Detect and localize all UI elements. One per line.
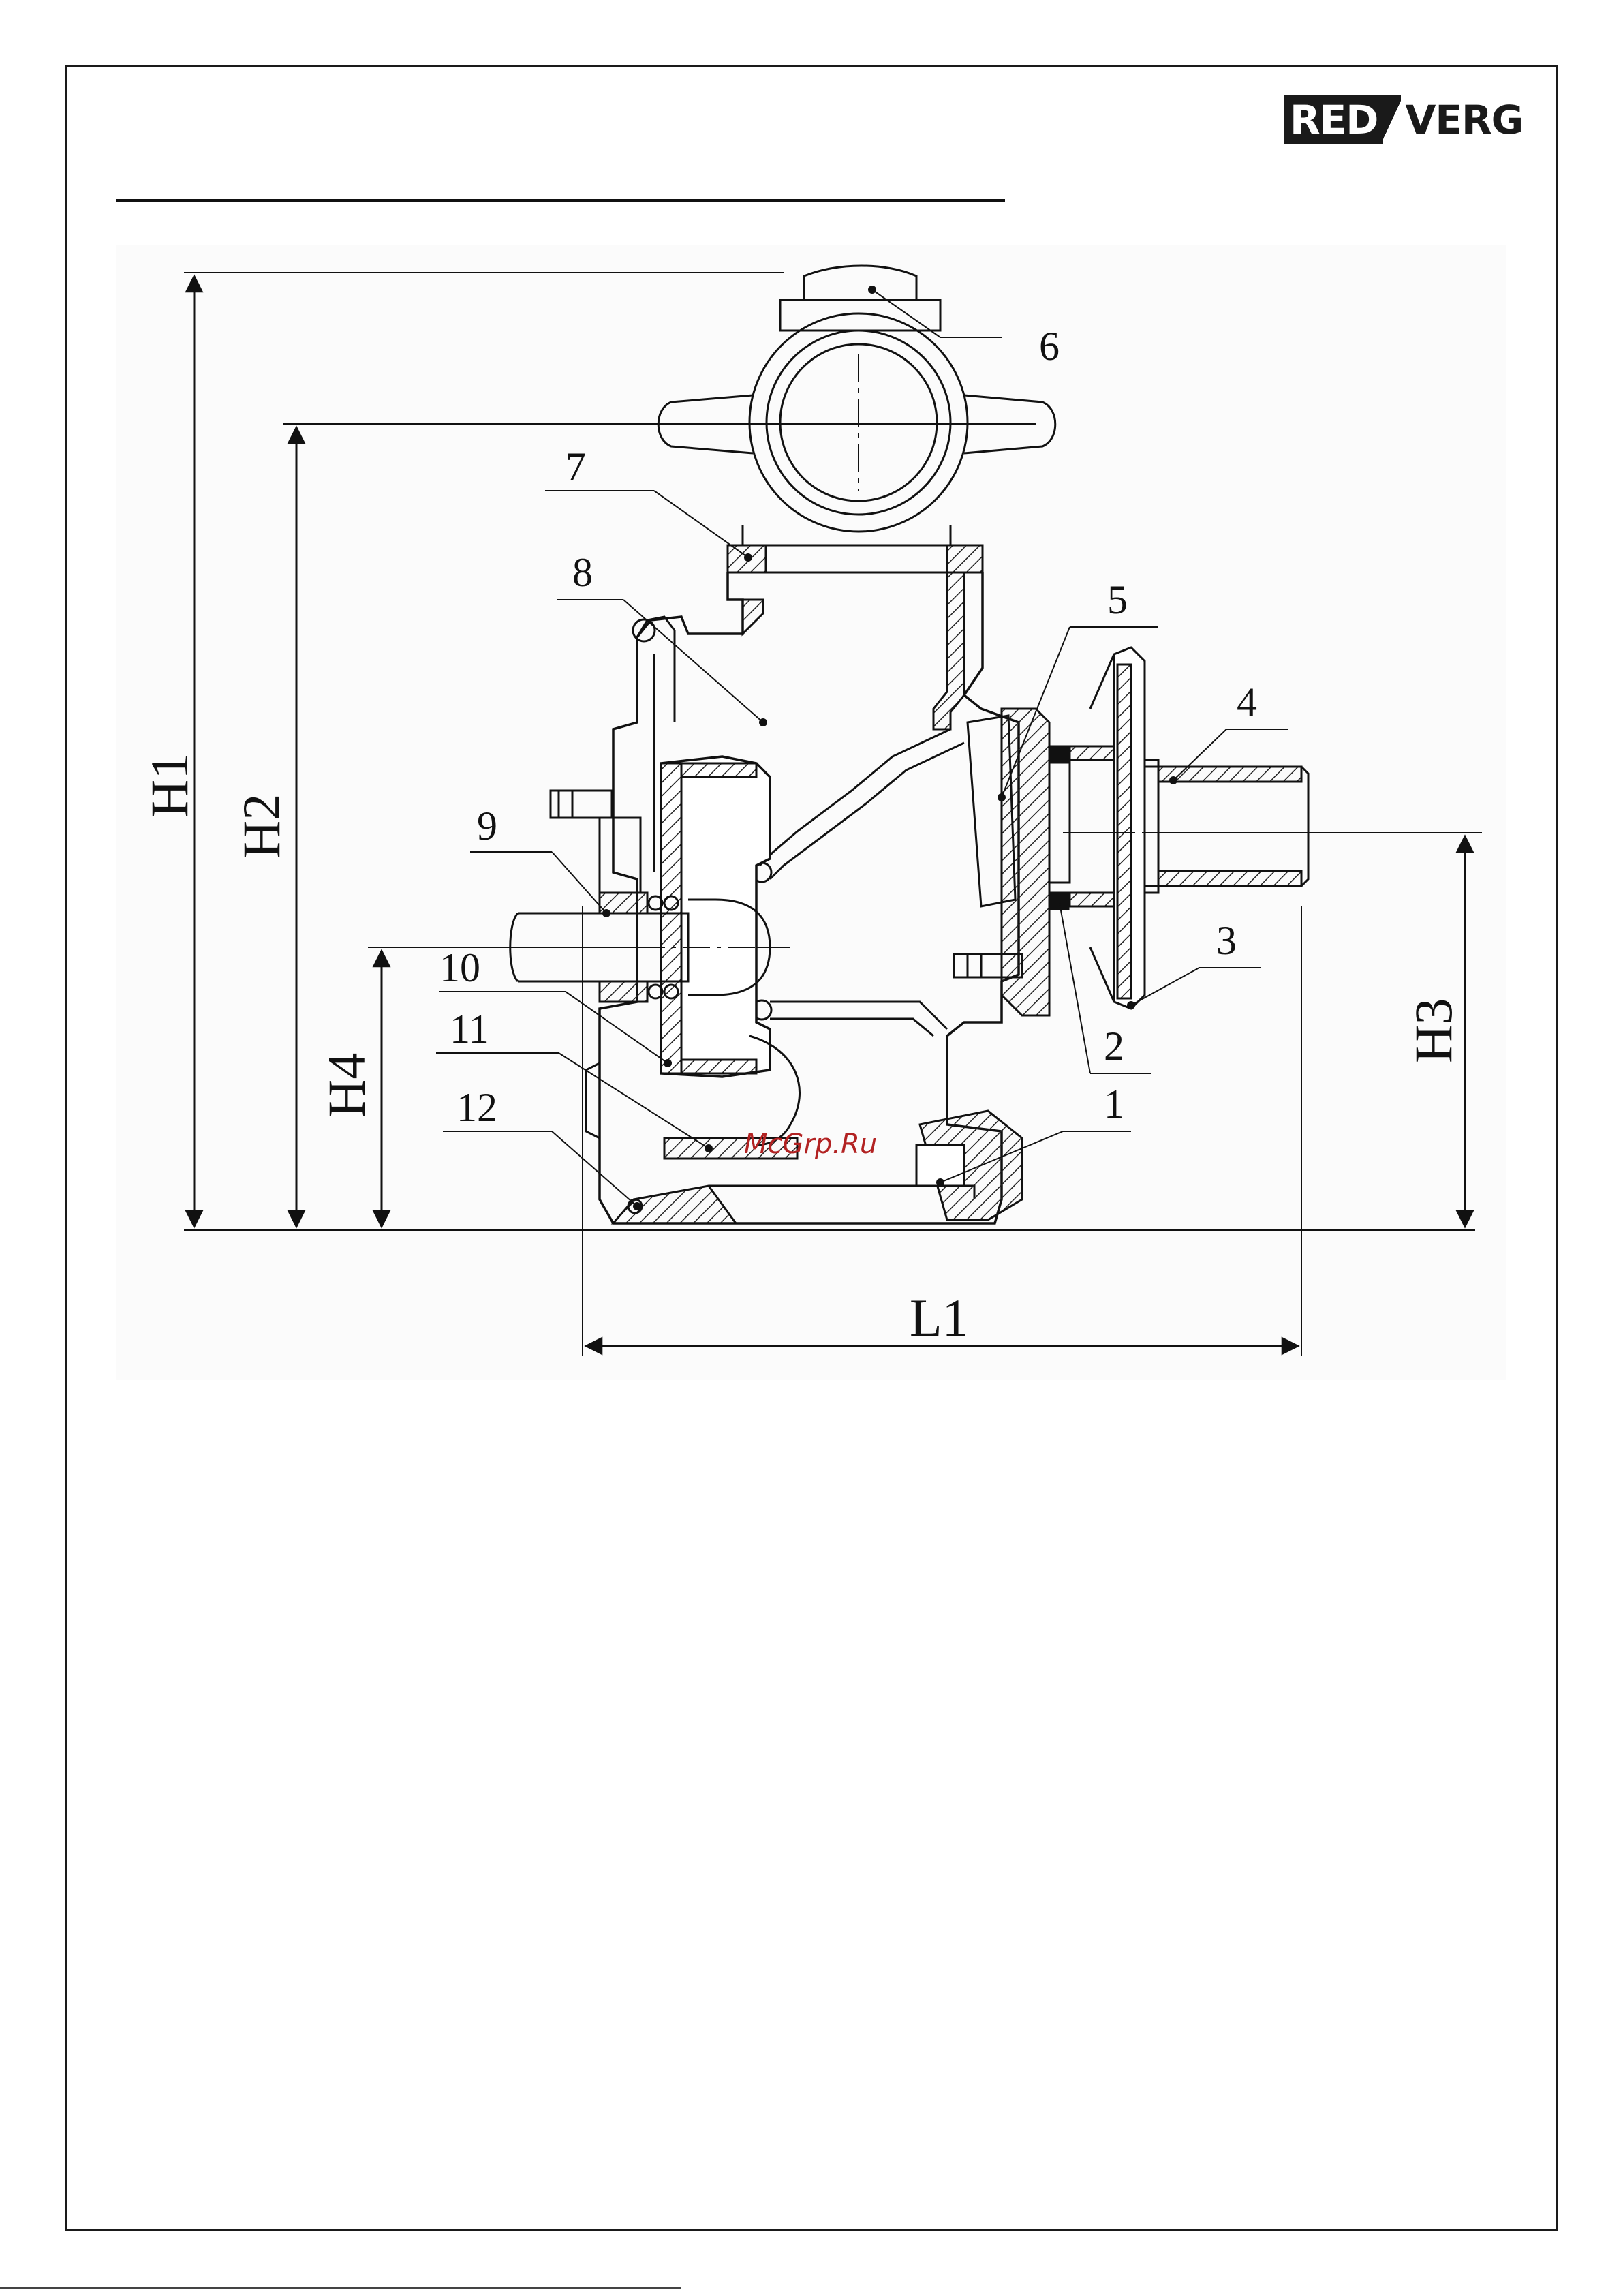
callout-3: 3 — [1216, 918, 1237, 963]
callout-8: 8 — [572, 550, 593, 595]
outlet-throat-wall-bottom — [1070, 893, 1117, 906]
fill-cap-top — [804, 266, 916, 300]
leader-12 — [552, 1131, 637, 1206]
callout-11: 11 — [450, 1007, 489, 1052]
body-wall-top-left — [743, 600, 763, 634]
dot-1 — [936, 1178, 944, 1187]
body-wall-right — [933, 572, 964, 729]
impeller-shroud-bottom — [681, 1060, 756, 1073]
leader-9 — [552, 852, 606, 913]
callout-5: 5 — [1107, 577, 1128, 622]
dot-9 — [602, 909, 610, 917]
dot-7 — [744, 553, 752, 562]
callout-1: 1 — [1104, 1082, 1124, 1127]
volute-partition-lower-inner — [770, 1019, 933, 1036]
callout-9: 9 — [477, 803, 497, 848]
dot-3 — [1127, 1001, 1135, 1009]
gasket-right — [947, 545, 983, 572]
callout-7: 7 — [566, 444, 586, 489]
callout-10: 10 — [439, 945, 480, 990]
mount-flange — [600, 818, 640, 893]
outlet-throat-wall-top — [1070, 746, 1117, 760]
volute-partition-upper-inner — [770, 743, 964, 879]
hose-nipple-wall-bottom — [1158, 871, 1301, 886]
dim-label-h3: H3 — [1404, 998, 1463, 1063]
seal-lower — [600, 981, 647, 1002]
scan-edge-line — [0, 2287, 681, 2289]
dot-11 — [705, 1144, 713, 1152]
outlet-flange-3-hatch — [1117, 664, 1131, 998]
watermark-text: McGrp.Ru — [744, 1129, 877, 1160]
outlet-seal-2-top — [1049, 746, 1068, 763]
callout-12: 12 — [457, 1085, 497, 1130]
dim-label-h4: H4 — [317, 1053, 376, 1118]
callout-6: 6 — [1039, 324, 1060, 369]
dim-label-l1: L1 — [910, 1288, 969, 1347]
leader-7 — [654, 491, 748, 557]
outlet-flap-5 — [1002, 709, 1049, 1015]
dim-label-h1: H1 — [140, 753, 199, 818]
callout-2: 2 — [1104, 1024, 1124, 1069]
impeller-shroud-top — [681, 763, 756, 777]
dot-6 — [868, 286, 876, 294]
dot-5 — [998, 793, 1006, 801]
flange-taper-top — [1090, 654, 1114, 709]
outlet-collar — [1049, 760, 1070, 883]
outlet-seal-2-bottom — [1049, 893, 1068, 909]
base-inner-line — [709, 1186, 974, 1199]
callout-4: 4 — [1237, 679, 1257, 724]
dot-10 — [664, 1059, 672, 1067]
side-cover-top — [637, 617, 675, 722]
volute-partition-upper — [760, 729, 950, 866]
flange-taper-bottom — [1090, 947, 1114, 1002]
hose-nipple-4 — [1145, 767, 1308, 886]
dot-8 — [759, 718, 767, 726]
fill-cap-body — [780, 300, 940, 331]
drain-plug-12 — [613, 1186, 736, 1223]
dot-4 — [1169, 776, 1177, 784]
impeller-hub-wall — [661, 763, 681, 1073]
dot-12 — [633, 1202, 641, 1210]
dim-label-h2: H2 — [232, 794, 291, 859]
leader-2 — [1060, 903, 1090, 1073]
